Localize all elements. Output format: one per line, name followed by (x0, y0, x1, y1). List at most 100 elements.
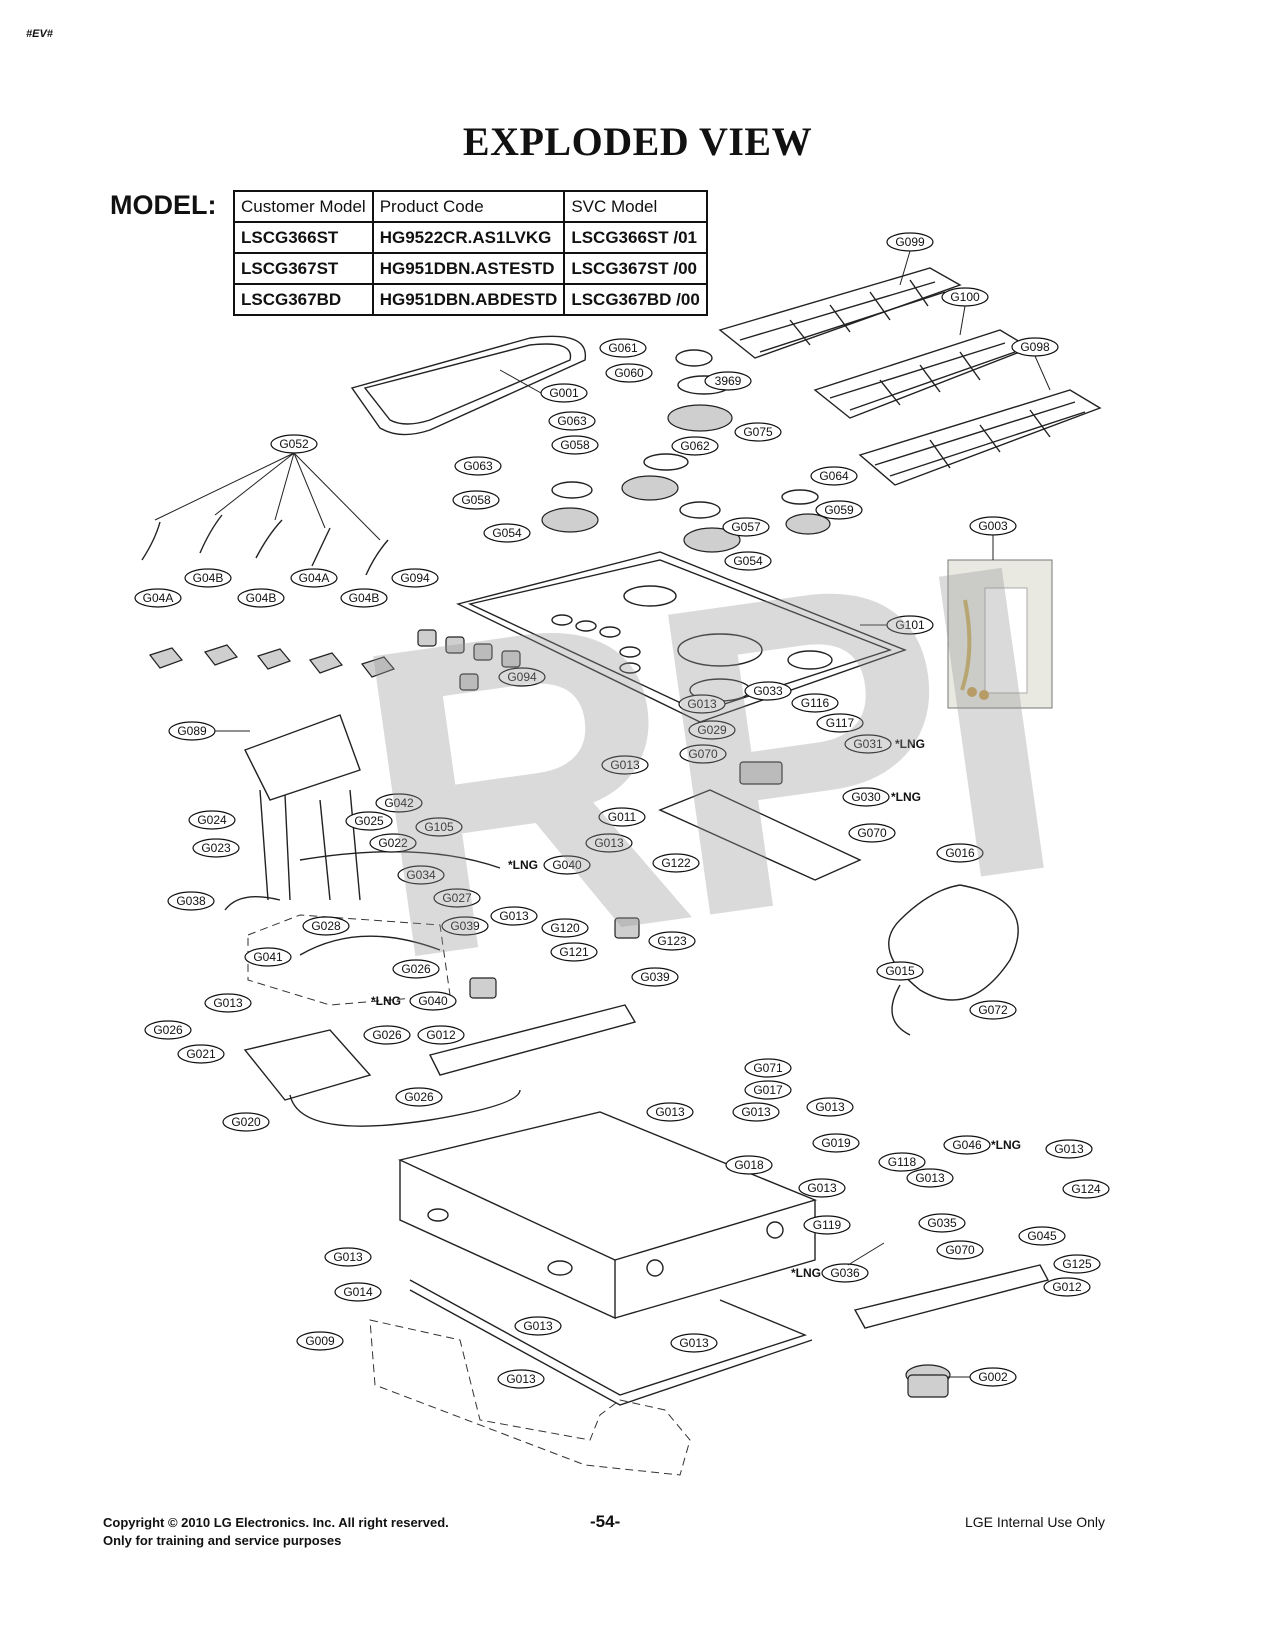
callout-label: G089 (168, 721, 216, 741)
svg-text:G101: G101 (895, 618, 925, 632)
callout-label: G04A (134, 588, 182, 608)
svg-text:G026: G026 (404, 1090, 434, 1104)
callout-label: G013 (601, 755, 649, 775)
callout-label: G028 (302, 916, 350, 936)
svg-text:G027: G027 (442, 891, 472, 905)
svg-text:G026: G026 (153, 1023, 183, 1037)
callout-label: G04B (237, 588, 285, 608)
column-header: Customer Model (233, 190, 374, 223)
svg-text:G013: G013 (655, 1105, 685, 1119)
svg-text:G003: G003 (978, 519, 1008, 533)
svg-text:G116: G116 (801, 696, 830, 710)
svg-text:G036: G036 (830, 1266, 860, 1280)
callout-label: G030 (842, 787, 890, 807)
callout-label: G058 (452, 490, 500, 510)
svg-text:G061: G061 (608, 341, 638, 355)
svg-text:G063: G063 (463, 459, 493, 473)
callout-label: G014 (334, 1282, 382, 1302)
table-cell: HG951DBN.ABDESTD (371, 283, 566, 316)
svg-text:G013: G013 (213, 996, 243, 1010)
part-illustrations (141, 267, 1102, 1476)
svg-text:G070: G070 (857, 826, 887, 840)
callout-label: G058 (551, 435, 599, 455)
svg-text:G023: G023 (201, 841, 231, 855)
svg-text:G062: G062 (680, 439, 710, 453)
leader-lines (154, 250, 1051, 1378)
svg-text:G017: G017 (753, 1083, 783, 1097)
svg-text:G002: G002 (978, 1370, 1008, 1384)
power-cord-part (888, 884, 1019, 1036)
callout-label: G026 (144, 1020, 192, 1040)
table-cell: HG9522CR.AS1LVKG (371, 221, 566, 254)
svg-text:G013: G013 (610, 758, 640, 772)
callout-label: G063 (548, 411, 596, 431)
table-cell: HG951DBN.ASTESTD (371, 252, 566, 285)
mounting-outline (369, 1319, 691, 1476)
callout-label: G100 (941, 287, 989, 307)
model-table: Customer Model Product Code SVC Model LS… (233, 190, 708, 316)
svg-text:G063: G063 (557, 414, 587, 428)
callout-label: G013 (732, 1102, 780, 1122)
callout-label: G075 (734, 422, 782, 442)
callout-label: G021 (177, 1044, 225, 1064)
svg-text:G058: G058 (461, 493, 491, 507)
svg-text:G026: G026 (372, 1028, 402, 1042)
svg-text:G123: G123 (657, 934, 687, 948)
callout-label: G022 (369, 833, 417, 853)
callout-label: G019 (812, 1133, 860, 1153)
callout-label: G04B (184, 568, 232, 588)
callout-label: G011 (598, 807, 646, 827)
callout-label: G038 (167, 891, 215, 911)
callout-label: G070 (936, 1240, 984, 1260)
callout-label: G003 (969, 516, 1017, 536)
svg-text:G04A: G04A (143, 591, 174, 605)
cooktop-part (455, 551, 907, 723)
svg-text:G04B: G04B (349, 591, 380, 605)
svg-text:G072: G072 (978, 1003, 1008, 1017)
svg-text:G013: G013 (679, 1336, 709, 1350)
svg-text:G04A: G04A (299, 571, 330, 585)
callout-label: G052 (270, 434, 318, 454)
callout-label: G029 (688, 720, 736, 740)
bracket-parts (243, 1029, 521, 1127)
svg-text:G04B: G04B (193, 571, 224, 585)
callout-label: G001 (540, 383, 588, 403)
svg-text:G028: G028 (311, 919, 341, 933)
svg-text:G071: G071 (753, 1061, 783, 1075)
svg-text:3969: 3969 (715, 374, 742, 388)
svg-text:G057: G057 (731, 520, 761, 534)
svg-text:G030: G030 (851, 790, 881, 804)
internal-use-text: LGE Internal Use Only (964, 1514, 1105, 1530)
callout-label: G024 (188, 810, 236, 830)
callout-label: G123 (648, 931, 696, 951)
svg-text:G013: G013 (499, 909, 529, 923)
svg-text:G009: G009 (305, 1334, 335, 1348)
callout-label: G041 (244, 947, 292, 967)
callout-label: G060 (605, 363, 653, 383)
callout-label: G013 (678, 694, 726, 714)
lng-notes: *LNG *LNG *LNG *LNG *LNG *LNG (371, 737, 1021, 1280)
rail-part (853, 1264, 1050, 1329)
svg-text:G070: G070 (945, 1243, 975, 1257)
callout-label: G072 (969, 1000, 1017, 1020)
callout-label: G094 (391, 568, 439, 588)
bezel-parts (149, 644, 396, 678)
svg-text:G016: G016 (945, 846, 975, 860)
svg-text:G013: G013 (687, 697, 717, 711)
svg-text:G031: G031 (853, 737, 883, 751)
svg-text:G094: G094 (507, 670, 537, 684)
callout-label: G121 (550, 942, 598, 962)
callout-label: G120 (541, 918, 589, 938)
callout-label: G098 (1011, 337, 1059, 357)
callout-label: G040 (409, 991, 457, 1011)
griddle-part (350, 335, 587, 436)
svg-text:G099: G099 (895, 235, 925, 249)
callout-label: G070 (848, 823, 896, 843)
rail-part (428, 1004, 637, 1076)
svg-text:G059: G059 (824, 503, 854, 517)
svg-text:G024: G024 (197, 813, 227, 827)
svg-text:G039: G039 (640, 970, 670, 984)
table-cell: LSCG367ST (233, 252, 374, 285)
model-table-header: Customer Model Product Code SVC Model (233, 190, 708, 223)
svg-text:G026: G026 (401, 962, 431, 976)
